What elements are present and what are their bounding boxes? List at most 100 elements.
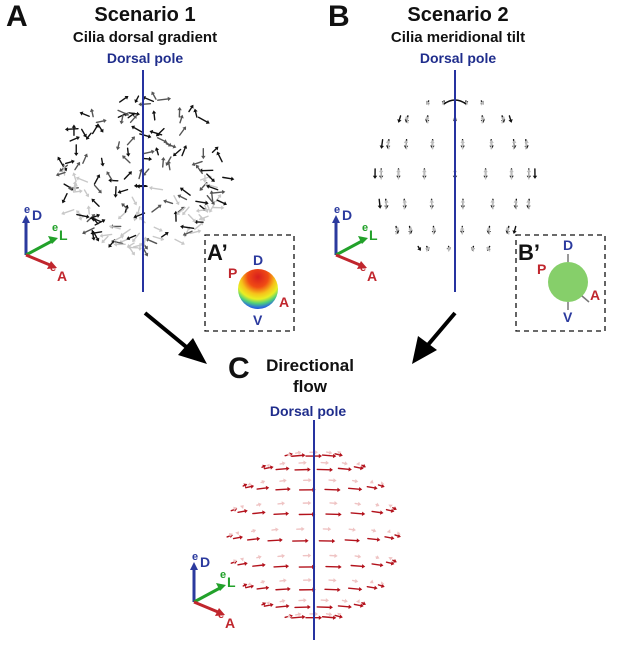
field-arrow	[350, 511, 366, 517]
field-arrow	[174, 238, 185, 245]
field-arrow	[403, 139, 409, 150]
field-arrow	[316, 467, 333, 473]
field-arrow	[117, 109, 130, 117]
field-arrow	[367, 537, 381, 542]
field-arrow	[295, 450, 302, 455]
field-arrow	[209, 190, 214, 202]
field-arrow	[375, 502, 380, 507]
field-arrow	[353, 603, 364, 608]
field-arrow	[75, 176, 89, 183]
field-arrow	[131, 196, 138, 206]
field-arrow	[153, 226, 163, 232]
field-arrow	[128, 111, 140, 117]
field-arrow	[65, 159, 75, 165]
field-arrow	[325, 512, 342, 517]
field-arrow	[325, 450, 333, 455]
field-arrow	[252, 562, 266, 568]
field-arrow	[228, 533, 233, 537]
field-arrow	[179, 187, 191, 196]
field-arrow	[526, 168, 532, 180]
field-arrow	[61, 192, 68, 204]
field-arrow	[261, 464, 267, 469]
field-arrow	[119, 114, 124, 125]
field-arrow	[208, 204, 215, 213]
field-arrow	[176, 206, 186, 216]
field-arrow	[195, 164, 203, 175]
field-arrow	[328, 478, 337, 483]
field-arrow	[275, 466, 290, 471]
field-arrow	[233, 559, 238, 564]
field-arrow	[81, 128, 87, 138]
field-arrow	[92, 217, 99, 225]
field-arrow	[417, 245, 422, 251]
field-arrow	[156, 137, 168, 144]
field-arrow	[279, 478, 287, 483]
field-arrow	[351, 578, 359, 584]
field-arrow	[145, 237, 158, 245]
field-arrow	[296, 526, 305, 532]
inset-b-label-a: A	[590, 287, 600, 303]
field-arrow	[120, 228, 131, 237]
field-arrow	[166, 160, 172, 171]
field-arrow	[337, 604, 352, 610]
field-arrow	[302, 553, 312, 558]
field-arrow	[206, 184, 219, 191]
field-arrow	[138, 102, 152, 107]
field-arrow	[193, 221, 204, 231]
field-arrow	[392, 558, 397, 563]
field-arrow	[69, 136, 80, 142]
field-arrow	[350, 564, 366, 569]
field-arrow	[211, 146, 219, 154]
field-arrow	[337, 612, 342, 617]
field-arrow	[287, 614, 292, 618]
field-arrow	[483, 168, 488, 180]
field-arrow	[344, 538, 360, 543]
field-arrow	[235, 531, 239, 536]
field-arrow	[72, 172, 77, 182]
field-arrow	[324, 487, 341, 493]
field-arrow	[154, 147, 160, 156]
field-arrow	[173, 195, 180, 206]
inset-b-label-p: P	[537, 261, 546, 277]
field-arrow	[126, 136, 136, 146]
field-arrow	[353, 465, 364, 471]
panel-a-pole-label: Dorsal pole	[106, 50, 184, 66]
field-arrow	[256, 585, 270, 591]
field-arrow	[134, 95, 140, 103]
field-arrow	[117, 188, 129, 194]
triad-b-ed-sub: D	[342, 207, 352, 223]
field-arrow	[486, 226, 492, 235]
triad-b-ea-base: e	[360, 262, 366, 274]
field-arrow	[337, 467, 352, 472]
field-arrow	[155, 127, 165, 137]
field-arrow	[377, 483, 385, 489]
field-arrow	[265, 601, 270, 606]
field-arrow	[210, 189, 226, 195]
field-arrow	[384, 199, 389, 210]
panel-a-title: Scenario 1	[94, 4, 196, 26]
inset-a-label-d: D	[253, 252, 263, 268]
field-arrow	[216, 199, 227, 206]
field-arrow	[113, 185, 118, 198]
field-arrow	[384, 535, 395, 541]
field-arrow	[191, 160, 203, 167]
field-arrow	[123, 171, 132, 180]
field-arrow	[291, 453, 306, 458]
field-arrow	[108, 178, 119, 183]
triad-a-ea-sub: A	[57, 268, 67, 284]
field-arrow	[321, 453, 337, 459]
field-arrow	[187, 213, 196, 223]
field-arrow	[334, 452, 343, 458]
field-arrow	[369, 579, 374, 584]
inset-a-box	[204, 234, 295, 332]
panel-c-title-line2: flow	[293, 377, 327, 396]
triad-a-ed-base: e	[24, 204, 30, 216]
field-arrow	[459, 226, 465, 235]
field-arrow	[379, 139, 384, 149]
field-arrow	[512, 225, 517, 234]
field-arrow	[71, 124, 77, 136]
field-arrow	[126, 242, 135, 248]
field-arrow	[378, 168, 384, 180]
field-arrow	[118, 95, 129, 103]
